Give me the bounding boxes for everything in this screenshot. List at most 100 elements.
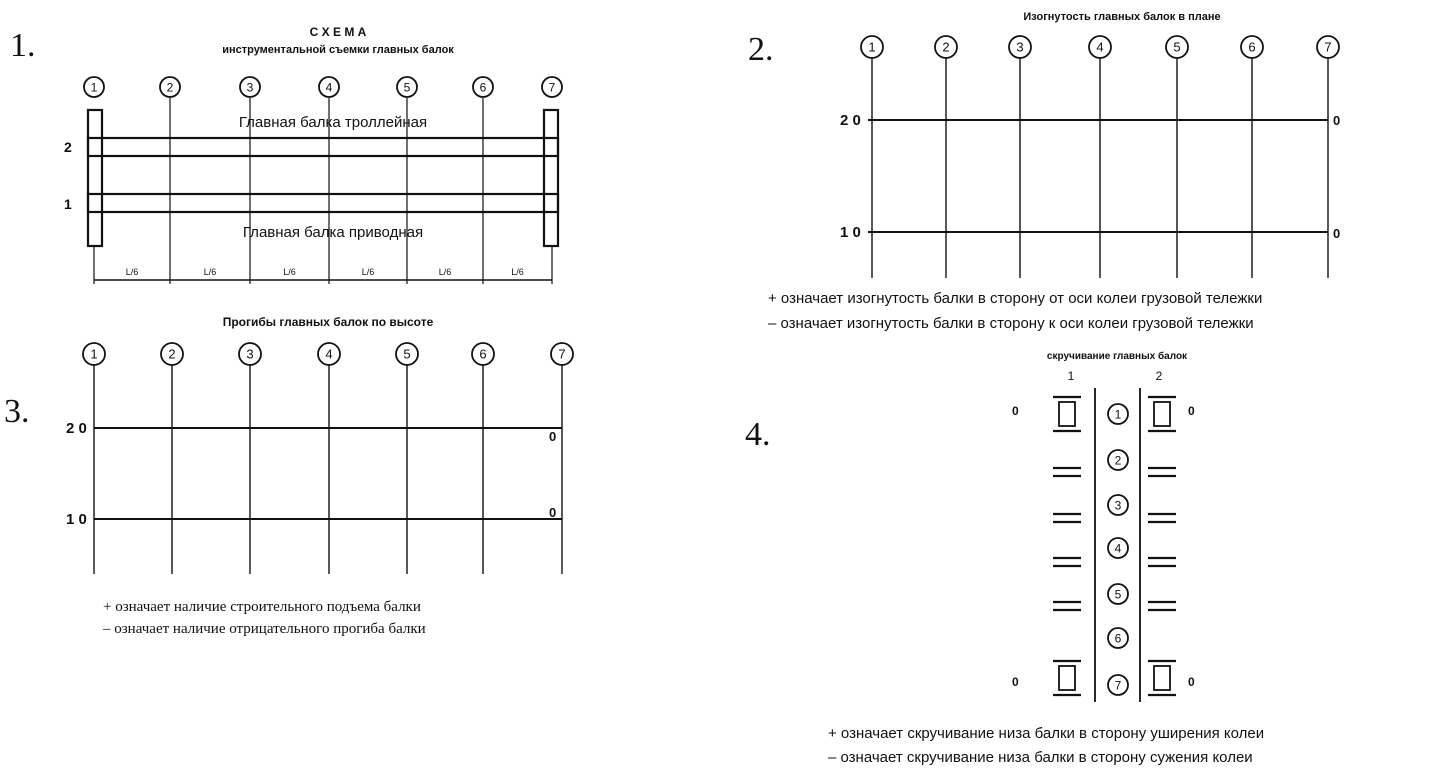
panel-1-axis-2: 2 <box>159 76 181 98</box>
panel-1-axis-7: 7 <box>541 76 563 98</box>
row-label-1: 1 <box>64 196 72 212</box>
panel-2-axis-2-label: 2 <box>942 40 949 55</box>
panel-4-value-bottom-left: 0 <box>1012 675 1019 689</box>
panel-4-axis-2: 2 <box>1107 449 1129 471</box>
panel-2-axis-3-label: 3 <box>1016 40 1023 55</box>
panel-4-column-label-1: 1 <box>1068 369 1075 383</box>
panel-3-end-value-1: 0 <box>549 505 556 520</box>
panel-3-note-plus: + означает наличие строительного подъема… <box>103 599 421 615</box>
panel-3-axis-5: 5 <box>395 342 419 366</box>
panel-4-axis-1-label: 1 <box>1115 407 1122 421</box>
end-carriage-right <box>542 108 560 248</box>
panel-4-number: 4. <box>745 416 771 453</box>
panel-4-axis-4-label: 4 <box>1115 541 1122 555</box>
span-label-1: L/6 <box>126 267 139 277</box>
panel-2-axis-6: 6 <box>1240 35 1264 59</box>
panel-2-axis-1-label: 1 <box>868 40 875 55</box>
panel-1-axis-4: 4 <box>318 76 340 98</box>
panel-4-axis-4: 4 <box>1107 537 1129 559</box>
panel-3-end-value-2: 0 <box>549 429 556 444</box>
panel-1-axis-7-label: 7 <box>549 80 556 94</box>
panel-1-survey-scheme: 1. С Х Е М А инструментальной съемки гла… <box>10 25 563 284</box>
panel-2-axis-5: 5 <box>1165 35 1189 59</box>
panel-3-axis-1: 1 <box>82 342 106 366</box>
panel-1-axis-markers: 1 2 3 4 5 6 7 <box>83 76 563 98</box>
section-col1-top <box>1053 395 1081 433</box>
span-label-4: L/6 <box>362 267 375 277</box>
section-col2-bottom <box>1148 659 1176 697</box>
panel-4-value-top-right: 0 <box>1188 404 1195 418</box>
panel-4-axis-7-label: 7 <box>1115 678 1122 692</box>
panel-3-title: Прогибы главных балок по высоте <box>223 315 434 329</box>
panel-2-axis-5-label: 5 <box>1173 40 1180 55</box>
panel-1-axis-4-label: 4 <box>326 80 333 94</box>
panel-2-axis-2: 2 <box>934 35 958 59</box>
panel-2-note-minus: – означает изогнутость балки в сторону к… <box>768 315 1254 332</box>
panel-3-axis-6-label: 6 <box>479 347 486 362</box>
panel-3-note-minus: – означает наличие отрицательного прогиб… <box>102 621 426 637</box>
section-col1-mid-4 <box>1053 600 1081 612</box>
panel-4-axis-5-label: 5 <box>1115 587 1122 601</box>
section-col1-mid-1 <box>1053 466 1081 478</box>
panel-3-axis-4-label: 4 <box>325 347 332 362</box>
panel-4-axis-6: 6 <box>1107 627 1129 649</box>
panel-3-axis-7-label: 7 <box>558 347 565 362</box>
panel-1-axis-lines <box>93 98 553 284</box>
panel-4-axis-7: 7 <box>1107 674 1129 696</box>
span-label-5: L/6 <box>439 267 452 277</box>
panel-1-number: 1. <box>10 27 36 64</box>
panel-1-axis-1-label: 1 <box>91 80 98 94</box>
panel-3-vertical-deflection: 3. Прогибы главных балок по высоте 1 2 3 4 5… <box>4 315 574 637</box>
section-col1-mid-2 <box>1053 512 1081 524</box>
panel-4-column-label-2: 2 <box>1156 369 1163 383</box>
panel-4-axis-1: 1 <box>1107 403 1129 425</box>
panel-3-axis-6: 6 <box>471 342 495 366</box>
section-col2-mid-4 <box>1148 600 1176 612</box>
panel-1-title: С Х Е М А <box>310 25 367 39</box>
section-col2-mid-1 <box>1148 466 1176 478</box>
span-label-2: L/6 <box>204 267 217 277</box>
panel-3-axis-7: 7 <box>550 342 574 366</box>
panel-2-row-label-1: 1 0 <box>840 224 861 241</box>
panel-4-title: скручивание главных балок <box>1047 350 1188 362</box>
section-col2-top <box>1148 395 1176 433</box>
panel-4-note-plus: + означает скручивание низа балки в стор… <box>828 725 1264 742</box>
panel-1-axis-2-label: 2 <box>167 80 174 94</box>
panel-4-axis-5: 5 <box>1107 583 1129 605</box>
panel-3-number: 3. <box>4 393 30 430</box>
section-col2-mid-2 <box>1148 512 1176 524</box>
panel-2-title: Изогнутость главных балок в плане <box>1023 11 1220 23</box>
panel-1-axis-1: 1 <box>83 76 105 98</box>
panel-1-subtitle: инструментальной съемки главных балок <box>222 44 454 56</box>
panel-1-axis-5: 5 <box>396 76 418 98</box>
beam-top-label: Главная балка троллейная <box>239 114 427 131</box>
panel-1-axis-5-label: 5 <box>404 80 411 94</box>
section-col1-bottom <box>1053 659 1081 697</box>
panel-2-axis-4-label: 4 <box>1096 40 1103 55</box>
panel-3-axis-1-label: 1 <box>90 347 97 362</box>
panel-3-axis-4: 4 <box>317 342 341 366</box>
panel-1-axis-3: 3 <box>239 76 261 98</box>
panel-4-twisting: 4. скручивание главных балок 1 2 1 2 3 4 5 6 7… <box>745 350 1264 766</box>
section-col1-mid-3 <box>1053 556 1081 568</box>
panel-4-axis-2-label: 2 <box>1115 453 1122 467</box>
panel-4-axis-3-label: 3 <box>1115 498 1122 512</box>
panel-2-axis-4: 4 <box>1088 35 1112 59</box>
panel-3-axis-2-label: 2 <box>168 347 175 362</box>
panel-3-row-label-1: 1 0 <box>66 511 87 528</box>
beam-bottom-label: Главная балка приводная <box>243 224 423 241</box>
span-label-3: L/6 <box>283 267 296 277</box>
panel-1-axis-3-label: 3 <box>247 80 254 94</box>
panel-4-axis-6-label: 6 <box>1115 631 1122 645</box>
panel-2-end-value-1: 0 <box>1333 226 1340 241</box>
panel-3-axis-3: 3 <box>238 342 262 366</box>
panel-4-value-top-left: 0 <box>1012 404 1019 418</box>
panel-3-row-label-2: 2 0 <box>66 420 87 437</box>
panel-4-note-minus: – означает скручивание низа балки в стор… <box>828 749 1253 766</box>
panel-3-axis-2: 2 <box>160 342 184 366</box>
panel-1-axis-6-label: 6 <box>480 80 487 94</box>
